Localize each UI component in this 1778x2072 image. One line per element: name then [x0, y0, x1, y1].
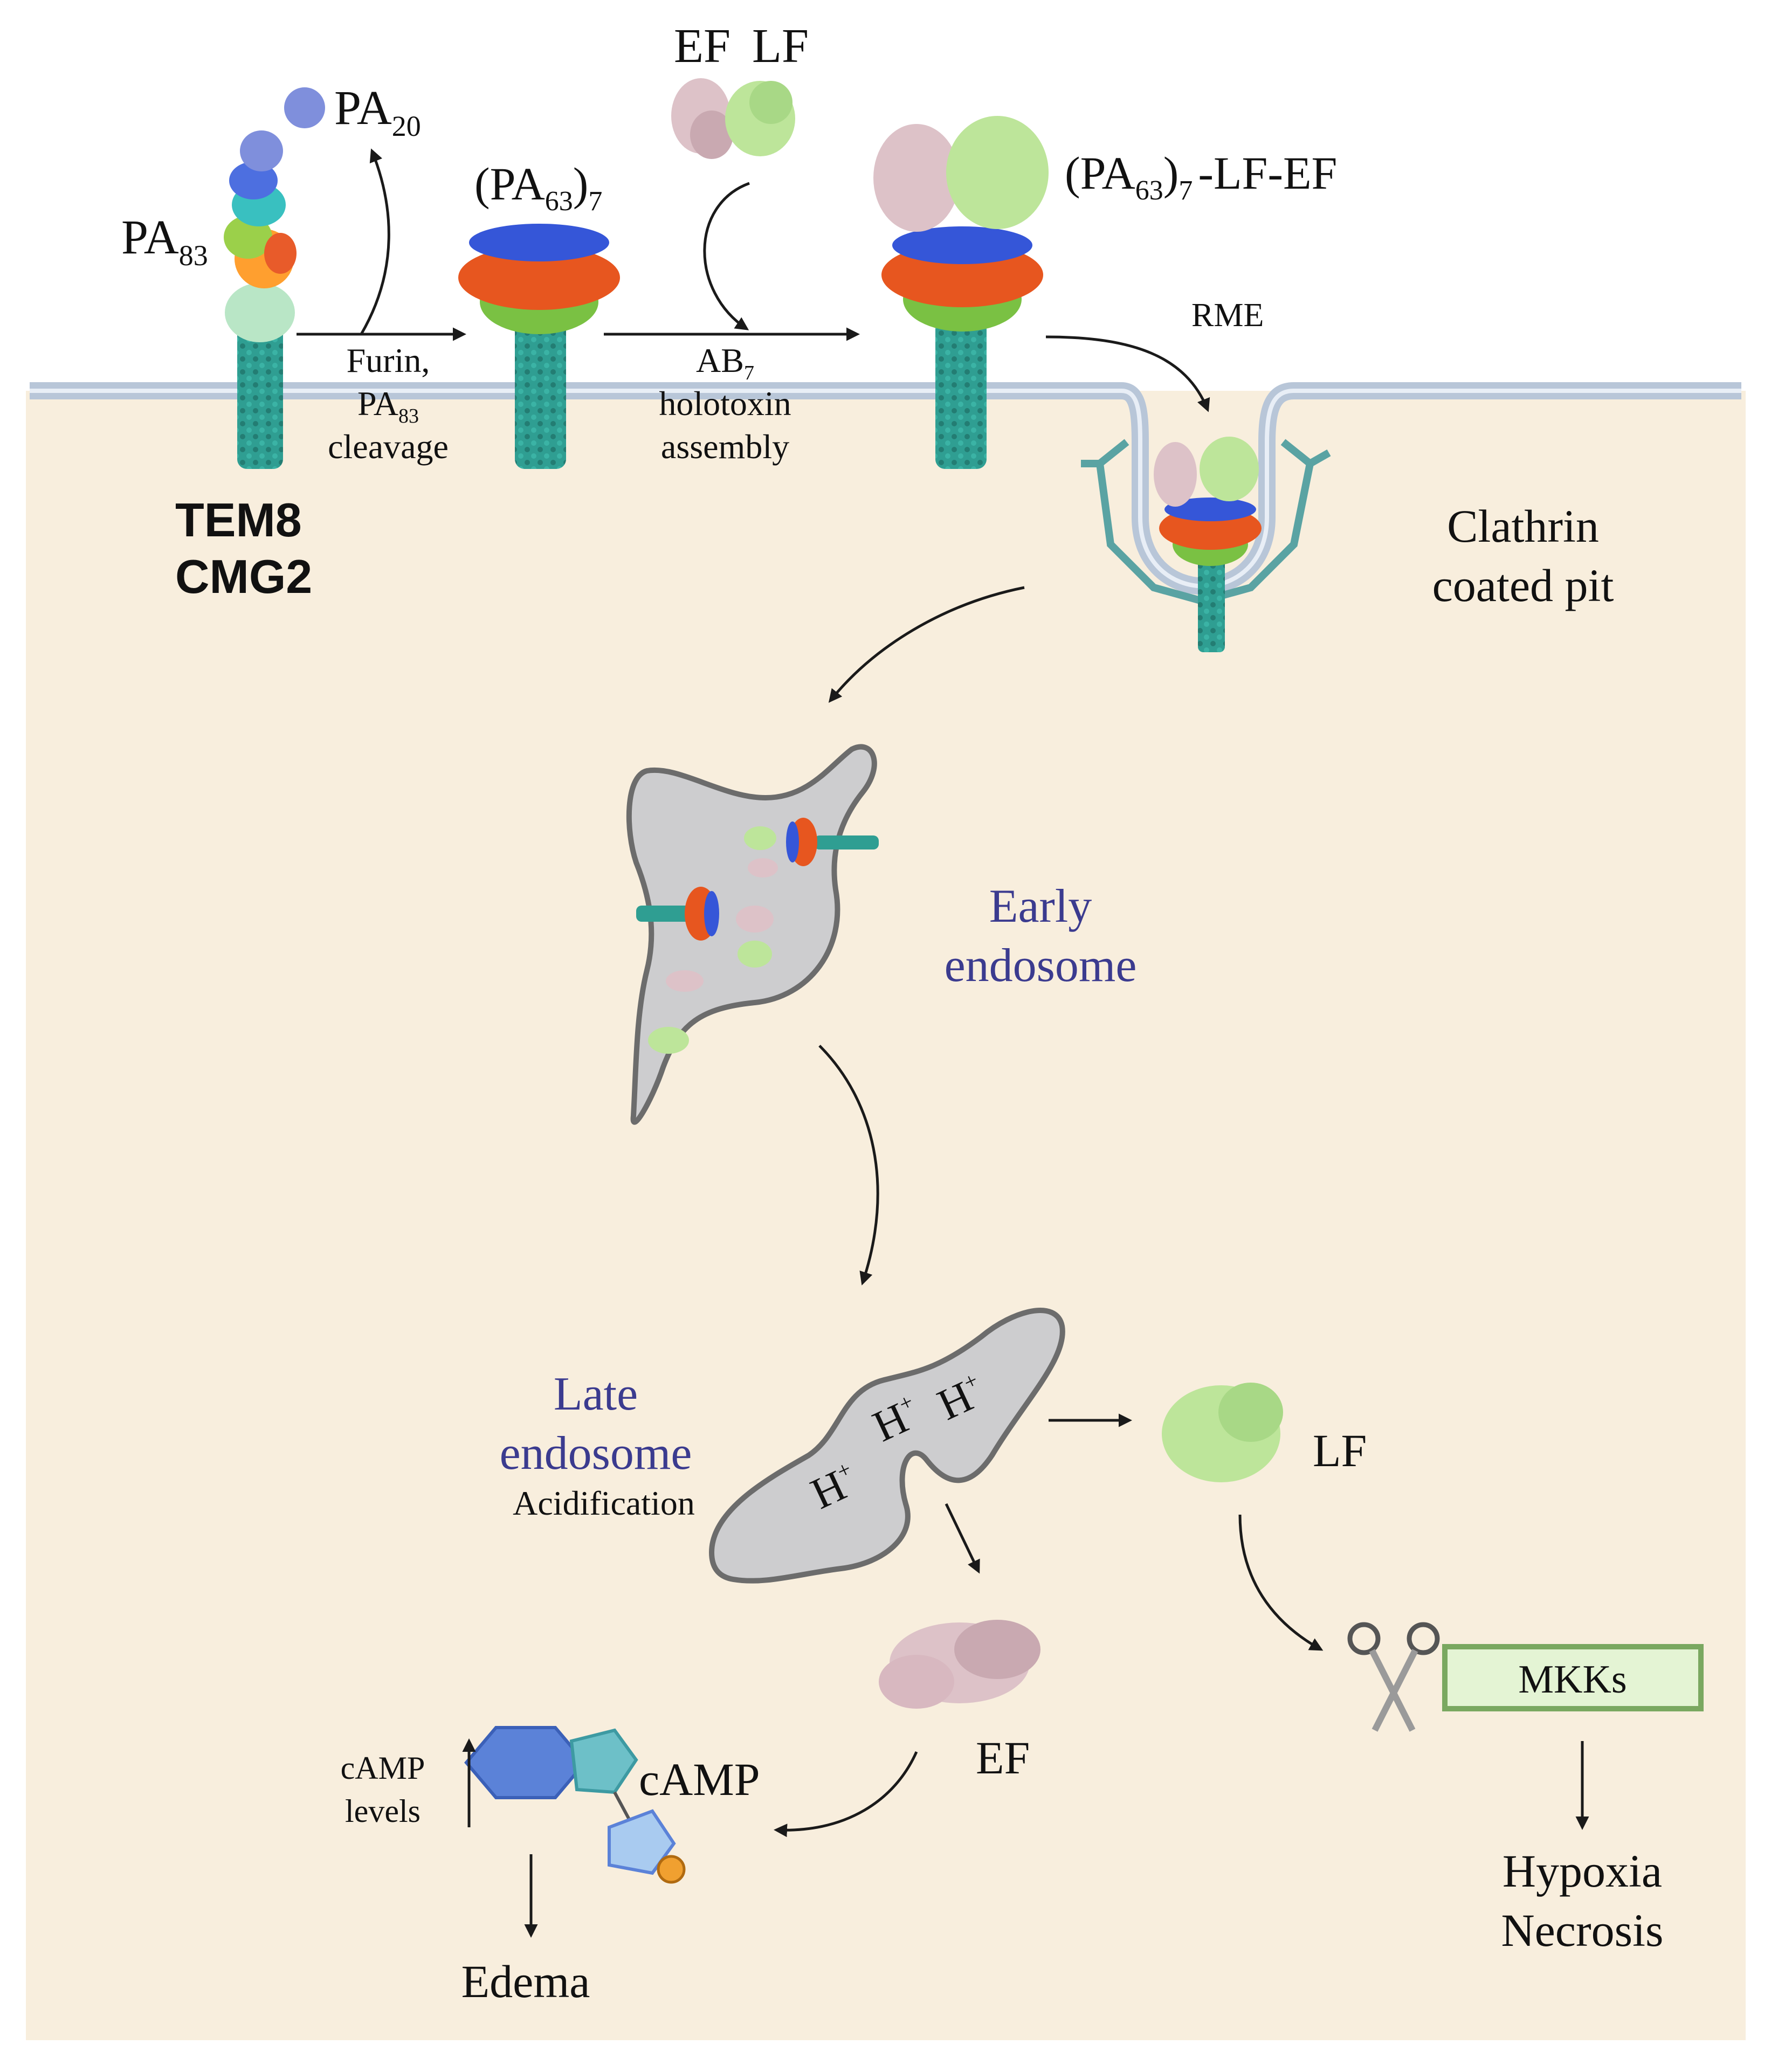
late-endosome-label-1: Late — [554, 1368, 638, 1420]
arrow-icon — [1238, 1514, 1324, 1651]
camp-levels-label-1: cAMP — [341, 1750, 425, 1786]
hypoxia-label: Hypoxia — [1503, 1845, 1662, 1897]
pa83-label: PA83 — [121, 211, 208, 272]
scissors-icon — [1347, 1622, 1440, 1732]
early-endosome-label-2: endosome — [945, 940, 1137, 992]
rme-label: RME — [1191, 297, 1264, 334]
arrow-icon — [818, 1045, 879, 1286]
mkks-label: MKKs — [1518, 1657, 1627, 1702]
lf-top-label: LF — [752, 19, 809, 73]
furin-pa83-label: PA83 — [357, 384, 419, 427]
arrow-icon — [1045, 335, 1210, 412]
coated-pit-label: coated pit — [1432, 560, 1614, 611]
acidification-label: Acidification — [513, 1484, 695, 1522]
necrosis-label: Necrosis — [1501, 1904, 1664, 1956]
ef-label: EF — [976, 1732, 1030, 1784]
early-endosome-contents — [636, 818, 879, 1054]
arrow-icon — [360, 148, 390, 335]
early-endosome-label-1: Early — [989, 880, 1092, 933]
late-endosome — [708, 1308, 1065, 1584]
cmg2-label: CMG2 — [175, 550, 312, 603]
cytoplasm — [26, 391, 1746, 2040]
holotoxin-label: holotoxin — [659, 384, 791, 423]
pa83-receptor-complex — [224, 130, 297, 469]
arrow-icon — [945, 1503, 980, 1574]
ef-top-label: EF — [674, 19, 731, 73]
edema-label: Edema — [461, 1956, 590, 2007]
late-endosome-label-2: endosome — [500, 1427, 692, 1480]
ef-protein-top — [671, 78, 733, 159]
arrow-icon — [828, 586, 1025, 703]
assembly-label: assembly — [661, 427, 789, 466]
holotoxin-complex — [873, 116, 1049, 469]
tem8-label: TEM8 — [175, 493, 302, 547]
ab7-label: AB7 — [696, 341, 754, 384]
arrow-icon — [774, 1751, 918, 1838]
pit-holotoxin — [1154, 437, 1262, 652]
ef-protein — [879, 1620, 1040, 1709]
camp-levels-label-2: levels — [345, 1793, 421, 1829]
lf-protein-top — [725, 81, 795, 156]
clathrin-label: Clathrin — [1447, 500, 1599, 552]
arrow-icon — [703, 182, 750, 330]
lf-label: LF — [1313, 1425, 1367, 1476]
mkks-box — [1442, 1644, 1704, 1711]
furin-label: Furin, — [347, 341, 430, 379]
lf-protein — [1162, 1383, 1283, 1482]
camp-molecule-icon — [464, 1726, 686, 1884]
pa20-fragment — [284, 87, 325, 128]
pa20-label: PA20 — [334, 81, 421, 142]
clathrin-coat — [1081, 439, 1331, 605]
cleavage-label: cleavage — [328, 427, 449, 466]
pa63-heptamer — [458, 224, 620, 469]
camp-label: cAMP — [639, 1753, 760, 1805]
holotoxin-complex-label: (PA63)7-LF-EF — [1065, 147, 1337, 206]
pa63-heptamer-label: (PA63)7 — [474, 158, 602, 217]
